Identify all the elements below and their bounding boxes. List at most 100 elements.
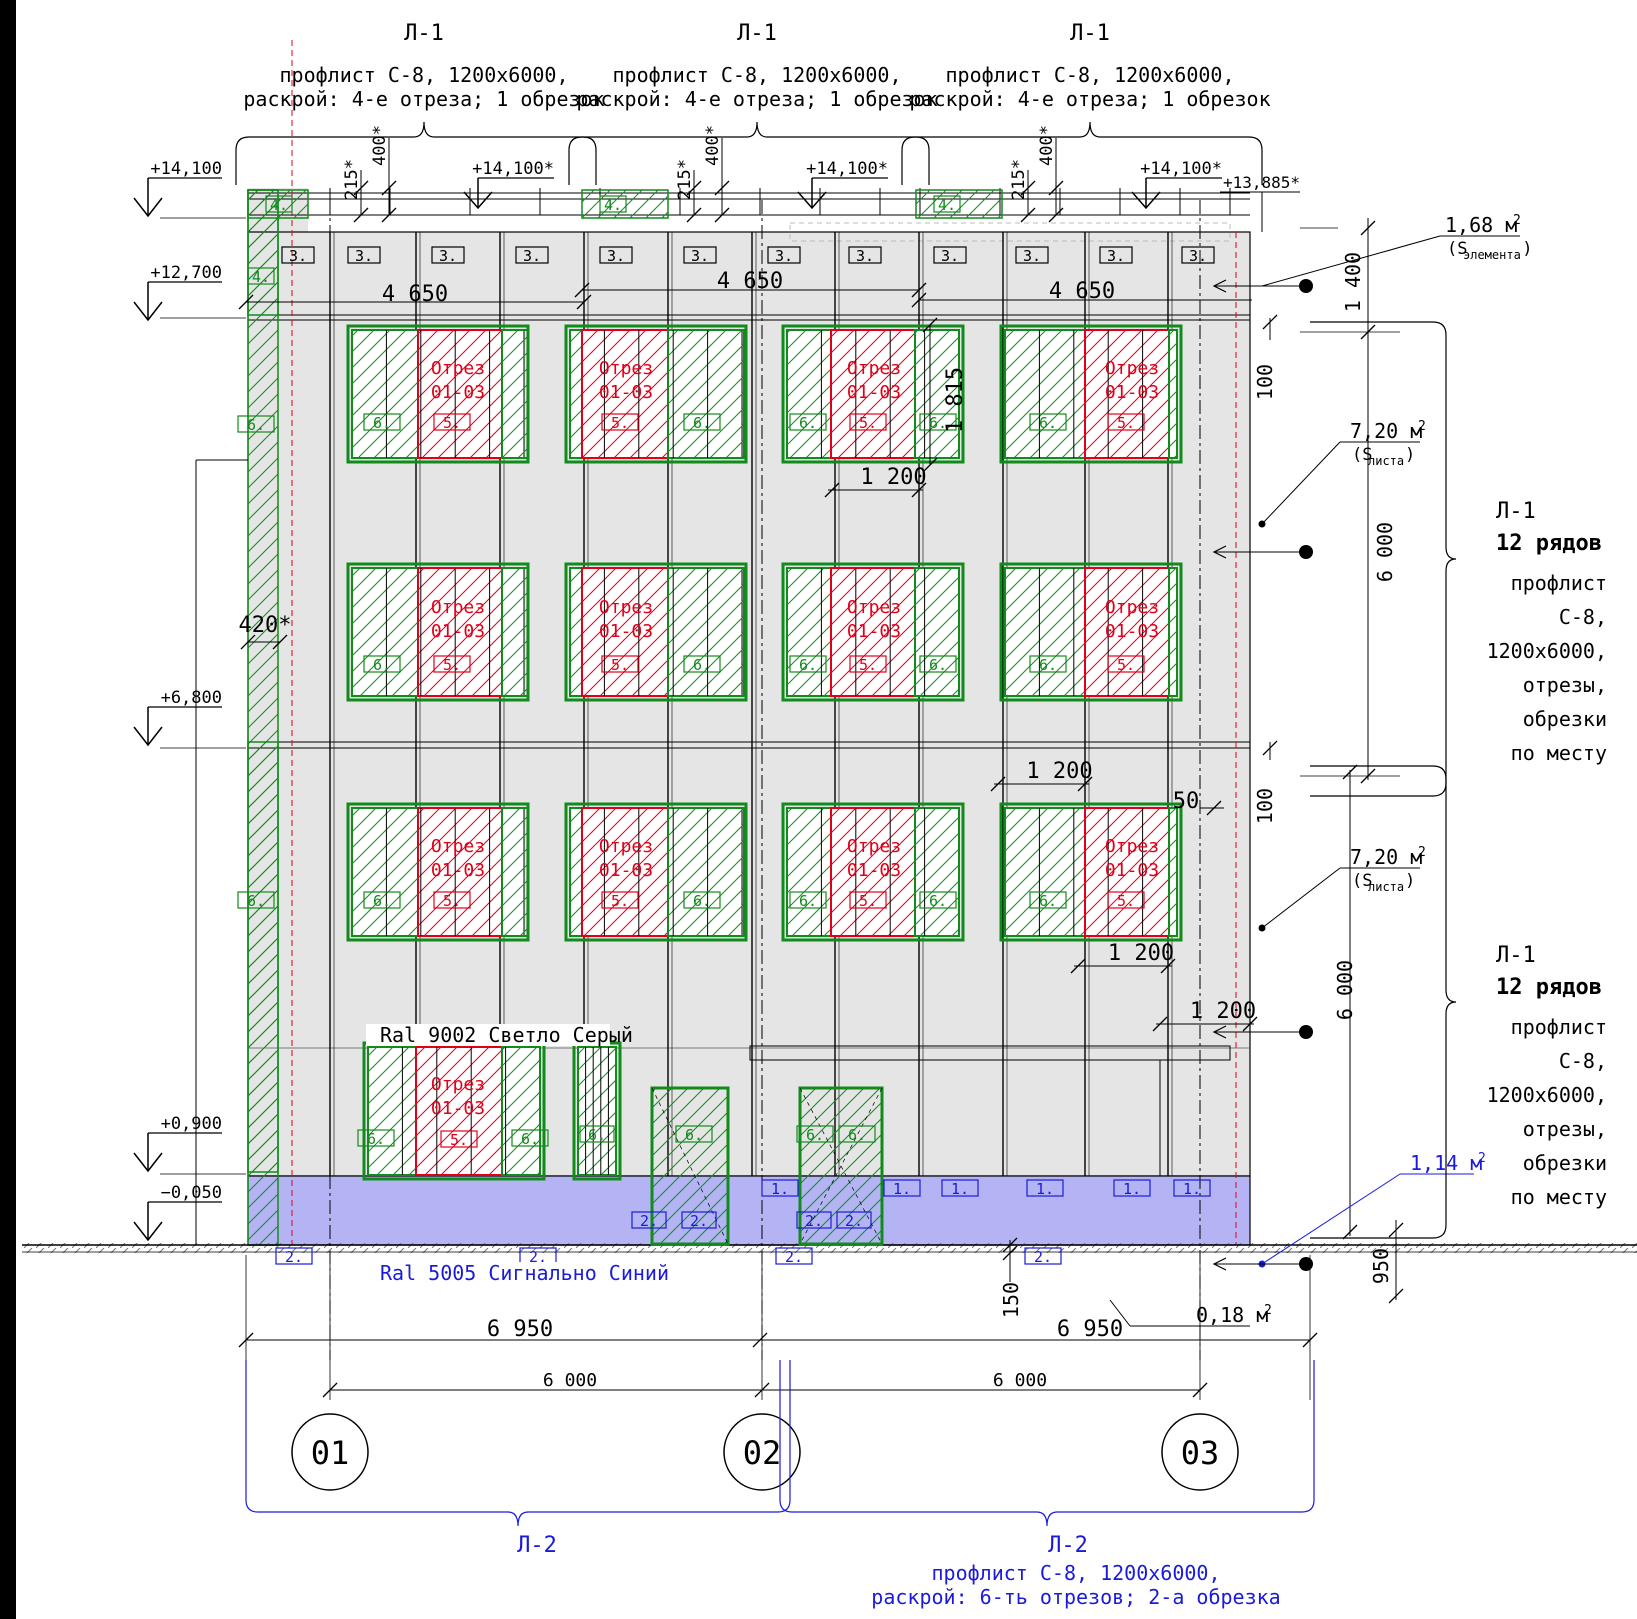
tag-number: 1. [951,1180,969,1198]
tag-number: 5. [1117,892,1135,910]
tag-number: 2. [690,1212,708,1230]
tag-box [796,1125,834,1143]
tag-number: 3. [439,247,457,265]
callout-leader [1261,867,1341,929]
tag-number: 5. [443,656,461,674]
tag-box [347,246,381,264]
dim-tick [381,207,397,223]
sheet-code: Л-1 [1070,21,1110,46]
window-frame [999,562,1183,702]
dim-6000: 6 000 [543,1370,597,1391]
dim-tick [238,294,254,310]
tag-box [919,655,957,673]
tag-box [433,413,471,431]
dim-tick [911,292,927,308]
dim-1200: 1 200 [1108,941,1174,966]
tag-box [849,655,887,673]
top-cut-piece [247,189,309,219]
tag-box [599,246,633,264]
note-line: профлист [1511,1015,1607,1039]
tag-box [433,891,471,909]
tag-box [1107,413,1145,431]
window-cut-green [501,567,529,697]
tag-box [363,655,401,673]
cut-label: Отрез [599,836,653,857]
dim-tick [1048,180,1064,196]
cut-label: 01-03 [599,860,653,881]
cut-label: Отрез [599,597,653,618]
tag-number: 6. [1039,656,1057,674]
top-cut-piece [581,189,669,219]
dim-tick [1206,800,1222,816]
sheet-spec: профлист С-8, 1200х6000, [613,63,902,87]
level-value: +14,100* [1140,159,1222,179]
tag-number: 2. [805,1212,823,1230]
tag-box [1026,1179,1064,1197]
tag-box [1029,655,1067,673]
tag-box [681,1211,717,1229]
tag-box [789,413,827,431]
level-value: +13,885* [1223,173,1300,192]
dim-tick [576,294,592,310]
cut-label: Отрез [431,358,485,379]
window-cut-red [417,567,503,697]
dim-tick [1360,220,1376,236]
dim-tick [1020,207,1036,223]
dim-tick [1262,740,1278,756]
tag-box [838,1125,876,1143]
dim-1200: 1 200 [860,465,926,490]
window-cut-green [667,329,745,459]
tag-box [601,413,639,431]
color-label-blue: Ral 5005 Сигнально Синий [380,1261,669,1285]
tag-number: 6. [685,1126,703,1144]
dim-tick [272,634,288,650]
tag-number: 5. [450,1131,468,1149]
tag-number: 5. [443,892,461,910]
tag-number: 5. [859,656,877,674]
dim-tick [1020,180,1036,196]
ground-hatch [22,1243,1637,1253]
note-brace [1310,321,1457,797]
window-cut-green [1168,567,1178,697]
cut-label: Отрез [1105,597,1159,618]
tag-number: 3. [775,247,793,265]
cut-label: 01-03 [431,382,485,403]
tag-box [247,267,275,285]
tag-number: 1. [1036,1180,1054,1198]
cut-label: Отрез [1105,836,1159,857]
parapet-dashed-box [789,222,1231,242]
window-frame [999,802,1183,942]
tag-number: 1. [1183,1180,1201,1198]
tag-box [631,1211,667,1229]
callout-leader [1261,1173,1401,1265]
area-sheet-sub: (S [1352,445,1372,465]
callout-leader [1261,441,1341,525]
window-cut-green [569,567,583,697]
level-value: −0,050 [161,1183,222,1203]
tag-number: 5. [1117,414,1135,432]
tag-box [1024,1247,1062,1265]
tag-box [767,246,801,264]
dim-6000: 6 000 [1373,522,1397,582]
window-cut-red [830,567,916,697]
tag-number: 4. [270,196,288,214]
plinth-band [247,1175,1251,1246]
cut-label: Отрез [431,597,485,618]
dim-tick [990,776,1006,792]
tag-box [933,246,967,264]
top-cut-piece [915,189,1003,219]
tag-number: 6. [247,416,265,434]
dim-tick [824,482,840,498]
tag-box [515,246,549,264]
window-cut-red [1084,329,1170,459]
axis-label: 01 [311,1434,350,1472]
window-cut-red [415,1046,503,1176]
window-cut-green [501,807,529,937]
tag-box [1113,1179,1151,1197]
callout-dot [1258,924,1266,932]
window-frame [564,562,748,702]
dim-tick [1262,314,1278,330]
tag-box [237,891,275,909]
tag-box [789,655,827,673]
area-sheet: 7,20 м [1350,419,1422,443]
